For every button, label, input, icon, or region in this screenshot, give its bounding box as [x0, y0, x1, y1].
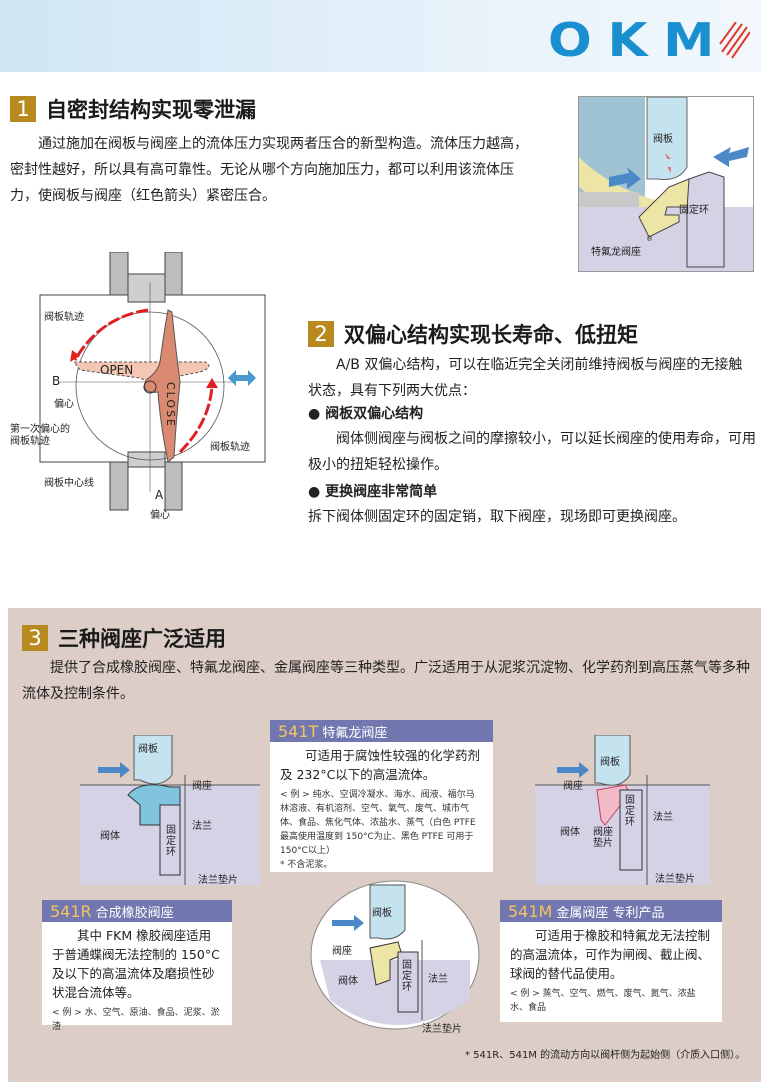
label-seat: 阀座	[192, 781, 212, 792]
product-code: 541M	[508, 901, 553, 921]
label-body: 阀体	[560, 827, 580, 838]
double-offset-diagram: 阀板轨迹 OPEN CLOSE B 偏心 第一次偏心的 阀板轨迹 阀板轨迹 阀板…	[0, 252, 280, 522]
label-flange: 法兰	[653, 812, 673, 823]
advantage-text: 阀体侧阀座与阀板之间的摩擦较小，可以延长阀座的使用寿命，可用极小的扭矩轻松操作。	[308, 431, 756, 473]
label-body: 阀体	[338, 976, 358, 987]
label-close: CLOSE	[164, 382, 177, 429]
label-flange: 法兰	[192, 821, 212, 832]
label-first-offset: 第一次偏心的	[10, 424, 70, 435]
section-title: 自密封结构实现零泄漏	[46, 98, 256, 122]
label-centerline: 阀板中心线	[44, 478, 94, 489]
card-description: 其中 FKM 橡胶阀座适用于普通蝶阀无法控制的 150°C及以下的高温流体及磨损…	[52, 928, 220, 1000]
label-gasket: 法兰垫片	[198, 875, 238, 886]
self-seal-diagram: 阀板 固定环 特氟龙阀座 ®	[578, 96, 754, 272]
header-banner	[0, 0, 761, 72]
section3-intro: 提供了合成橡胶阀座、特氟龙阀座、金属阀座等三种类型。广泛适用于从泥浆沉淀物、化学…	[22, 660, 750, 702]
card-examples: < 例 > 蒸气、空气、燃气、废气、氮气、浓盐水、食品	[510, 989, 696, 1013]
advantage-text: 拆下阀体侧固定环的固定销，取下阀座，现场即可更换阀座。	[308, 509, 686, 525]
advantage-title: ● 更换阀座非常简单	[308, 484, 438, 500]
metal-seat-diagram: 阀板 阀座 阀体 固定环 法兰 阀座垫片 法兰垫片	[535, 735, 710, 885]
product-name: 金属阀座 专利产品	[556, 905, 665, 921]
label-body: 阀体	[100, 831, 120, 842]
label-a: A	[155, 488, 164, 502]
label-flange: 法兰	[428, 974, 448, 985]
label-retainer: 固定环	[679, 205, 709, 216]
product-name: 合成橡胶阀座	[95, 905, 174, 921]
label-disc: 阀板	[653, 134, 673, 145]
label-offset-b: 偏心	[54, 399, 74, 410]
section3-heading: 3 三种阀座广泛适用	[22, 623, 226, 653]
label-seat: 阀座	[563, 781, 583, 792]
label-first-offset-track: 阀板轨迹	[10, 436, 50, 447]
label-disc: 阀板	[600, 757, 620, 768]
label-ring: 固定环	[402, 960, 412, 993]
label-seat-gasket: 阀座垫片	[593, 827, 613, 849]
logo-text: OKM	[548, 13, 731, 67]
label-track-right: 阀板轨迹	[210, 442, 250, 453]
label-disc: 阀板	[138, 744, 158, 755]
card-examples: < 例 > 纯水、空调冷凝水、海水、阀液、福尔马林溶液、有机溶剂、空气、氧气、废…	[280, 790, 476, 856]
card-description: 可适用于橡胶和特氟龙无法控制的高温流体，可作为闸阀、截止阀、球阀的替代品使用。	[510, 928, 711, 981]
label-disc: 阀板	[372, 908, 392, 919]
label-seat: 阀座	[332, 946, 352, 957]
product-name: 特氟龙阀座	[322, 725, 388, 741]
label-gasket: 法兰垫片	[655, 874, 695, 885]
registered-mark: ®	[646, 235, 653, 243]
card-examples: < 例 > 水、空气、原油、食品、泥浆、淤渣	[52, 1008, 220, 1032]
teflon-seat-diagram: 阀板 阀座 阀体 固定环 法兰 法兰垫片	[310, 880, 480, 1035]
section-number: 2	[308, 321, 334, 347]
rubber-seat-diagram: 阀板 阀座 阀体 固定环 法兰 法兰垫片	[80, 735, 260, 886]
footnote: * 541R、541M 的流动方向以阀杆侧为起始侧（介质入口侧）。	[465, 1050, 746, 1061]
card-description: 可适用于腐蚀性较强的化学药剂及 232°C以下的高温流体。	[280, 748, 481, 782]
section-title: 三种阀座广泛适用	[58, 627, 226, 651]
product-code: 541R	[50, 901, 92, 921]
logo-stripes-icon	[719, 22, 750, 59]
label-track-left: 阀板轨迹	[44, 312, 84, 323]
advantages-list: ● 阀板双偏心结构 阀体侧阀座与阀板之间的摩擦较小，可以延长阀座的使用寿命，可用…	[308, 402, 756, 530]
section1-heading: 1 自密封结构实现零泄漏	[10, 94, 256, 124]
label-open: OPEN	[100, 363, 134, 377]
label-ring: 固定环	[166, 825, 176, 858]
advantage-title: ● 阀板双偏心结构	[308, 406, 424, 422]
label-teflon-seat: 特氟龙阀座	[591, 247, 641, 258]
section2-heading: 2 双偏心结构实现长寿命、低扭矩	[308, 319, 638, 349]
section2-intro: A/B 双偏心结构，可以在临近完全关闭前维持阀板与阀座的无接触状态，具有下列两大…	[308, 357, 743, 399]
section-title: 双偏心结构实现长寿命、低扭矩	[344, 323, 638, 347]
product-code: 541T	[278, 721, 319, 741]
label-b: B	[52, 374, 61, 388]
label-ring: 固定环	[625, 795, 635, 828]
section1-paragraph: 通过施加在阀板与阀座上的流体压力实现两者压合的新型构造。流体压力越高，密封性越好…	[10, 136, 528, 204]
section-number: 3	[22, 625, 48, 651]
label-offset-a: 偏心	[150, 510, 170, 521]
card-note: * 不含泥浆。	[280, 860, 333, 870]
label-gasket: 法兰垫片	[422, 1024, 462, 1035]
okm-logo: OKM	[548, 14, 753, 66]
section-number: 1	[10, 96, 36, 122]
